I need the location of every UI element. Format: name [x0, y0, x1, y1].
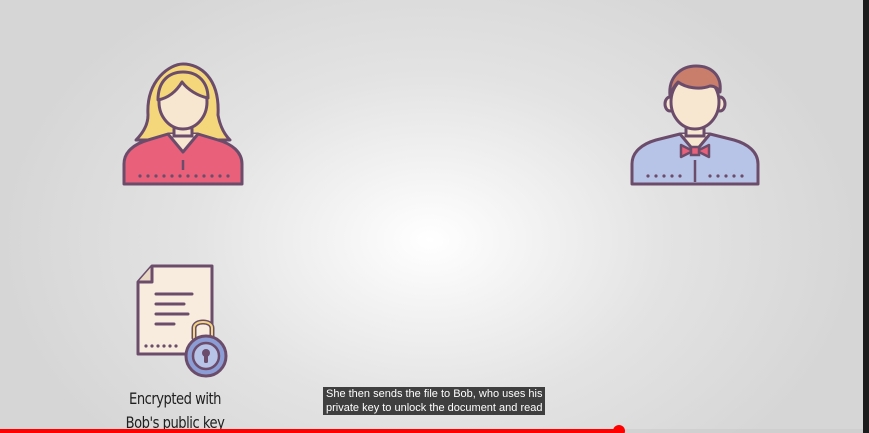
- subtitles: She then sends the file to Bob, who uses…: [323, 387, 546, 415]
- document-caption-line2: Bob's public key: [125, 413, 225, 432]
- bob-avatar-icon: [630, 64, 760, 186]
- window-edge: [863, 0, 869, 433]
- alice-avatar-icon: [122, 62, 244, 186]
- subtitle-line1: She then sends the file to Bob, who uses…: [323, 387, 546, 401]
- progress-bar[interactable]: [0, 425, 863, 433]
- scrubber-handle[interactable]: [612, 425, 625, 433]
- locked-document-icon: [136, 264, 228, 378]
- subtitle-line2: private key to unlock the document and r…: [323, 401, 546, 415]
- document-caption: Encrypted with Bob's public key: [114, 387, 237, 433]
- document-caption-line1: Encrypted with: [129, 389, 221, 408]
- progress-played: [0, 429, 619, 433]
